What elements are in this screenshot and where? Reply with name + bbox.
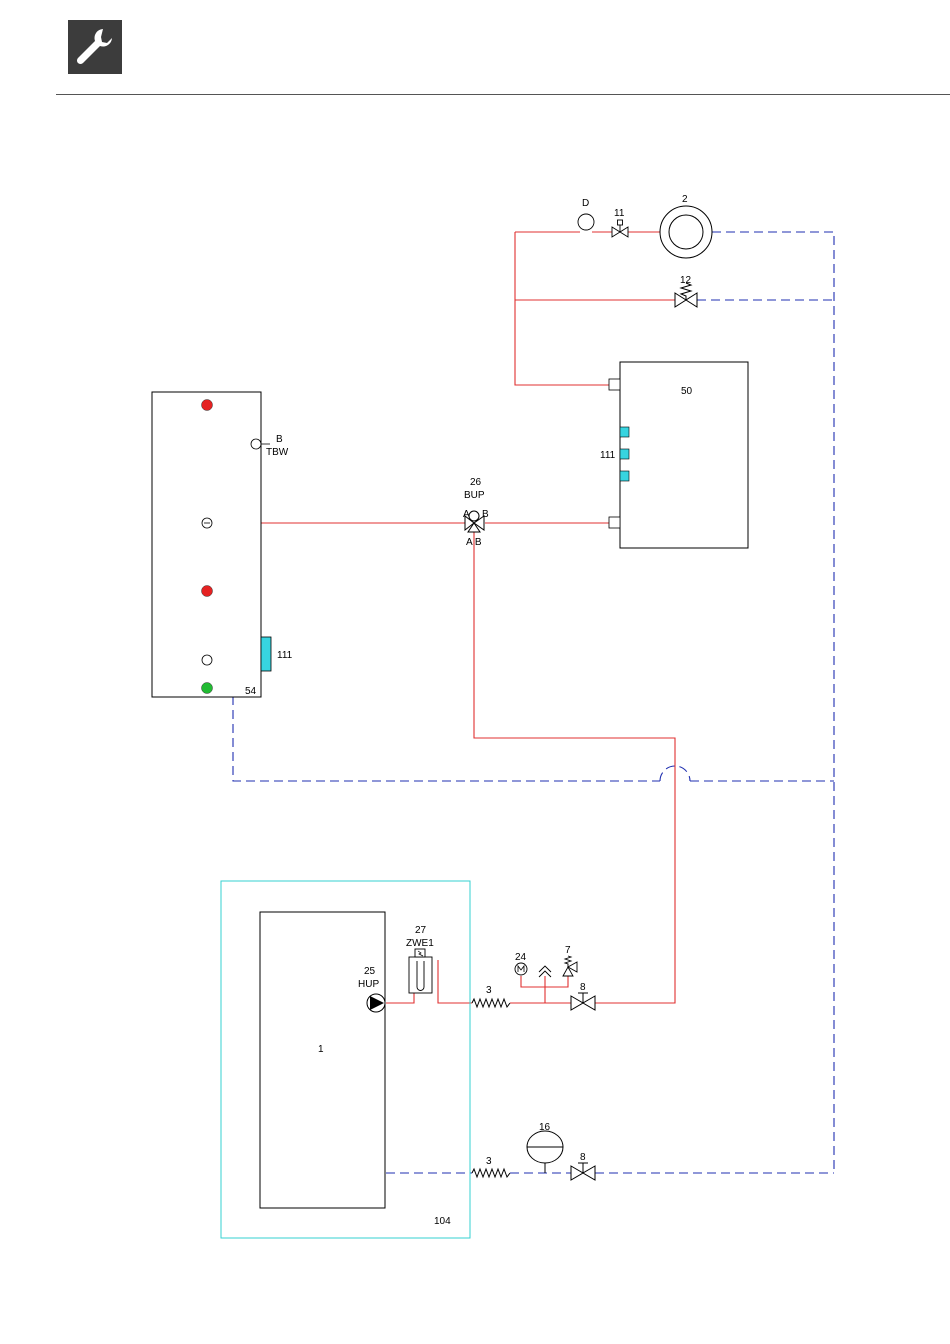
shutoff-valve-8-return xyxy=(571,1163,595,1180)
label-111-module: 111 xyxy=(600,450,616,461)
shutoff-valve-8-supply xyxy=(571,993,595,1010)
label-8-return: 8 xyxy=(580,1152,586,1163)
label-7: 7 xyxy=(565,945,571,956)
label-bup: BUP xyxy=(464,490,485,501)
label-104: 104 xyxy=(434,1216,451,1227)
supply-piping xyxy=(213,232,675,1003)
label-hup: HUP xyxy=(358,979,379,990)
label-54: 54 xyxy=(245,686,257,697)
gauge-d xyxy=(578,214,594,230)
label-3-return: 3 xyxy=(486,1156,492,1167)
label-25: 25 xyxy=(364,966,376,977)
tank-sensor-111 xyxy=(261,637,271,671)
label-27: 27 xyxy=(415,925,427,936)
label-zwe1: ZWE1 xyxy=(406,938,434,949)
valve-11 xyxy=(612,220,628,237)
overflow-valve-12 xyxy=(675,283,697,307)
sensor-111-a xyxy=(620,427,629,437)
label-50: 50 xyxy=(681,386,693,397)
tbw-sensor-port xyxy=(251,439,261,449)
electric-heater-27 xyxy=(409,949,432,993)
label-tbw: TBW xyxy=(266,447,289,458)
buffer-module-50 xyxy=(609,362,748,548)
flex-hose-supply xyxy=(472,999,510,1007)
label-2: 2 xyxy=(682,194,688,205)
sensor-111-c xyxy=(620,471,629,481)
label-b: B xyxy=(276,434,283,445)
tank-return-connection xyxy=(202,655,212,665)
safety-valve-7 xyxy=(563,956,577,976)
label-d: D xyxy=(582,198,589,209)
hot-port-marker-lower xyxy=(202,586,213,597)
cold-port-marker xyxy=(202,683,213,694)
expansion-vessel-16 xyxy=(527,1131,563,1173)
air-vent xyxy=(539,966,551,977)
label-1: 1 xyxy=(318,1044,324,1055)
label-8-supply: 8 xyxy=(580,982,586,993)
label-24: 24 xyxy=(515,952,527,963)
label-16: 16 xyxy=(539,1122,551,1133)
label-3-supply: 3 xyxy=(486,985,492,996)
label-111-tank: 111 xyxy=(277,650,293,661)
pressure-gauge-24 xyxy=(515,963,527,975)
label-12: 12 xyxy=(680,275,692,286)
label-port-b: B xyxy=(482,509,489,520)
port-upper xyxy=(609,379,620,390)
label-11: 11 xyxy=(614,208,625,219)
storage-tank xyxy=(152,392,271,697)
flex-hose-return xyxy=(472,1169,510,1177)
port-lower xyxy=(609,517,620,528)
label-port-ab: A B xyxy=(466,537,482,548)
sensor-111-b xyxy=(620,449,629,459)
circulation-pump-25 xyxy=(367,994,385,1012)
heat-pump-unit-1 xyxy=(260,912,385,1208)
heat-source-2 xyxy=(660,206,712,258)
label-port-a: A xyxy=(463,509,470,520)
hot-port-marker-upper xyxy=(202,400,213,411)
label-26: 26 xyxy=(470,477,482,488)
